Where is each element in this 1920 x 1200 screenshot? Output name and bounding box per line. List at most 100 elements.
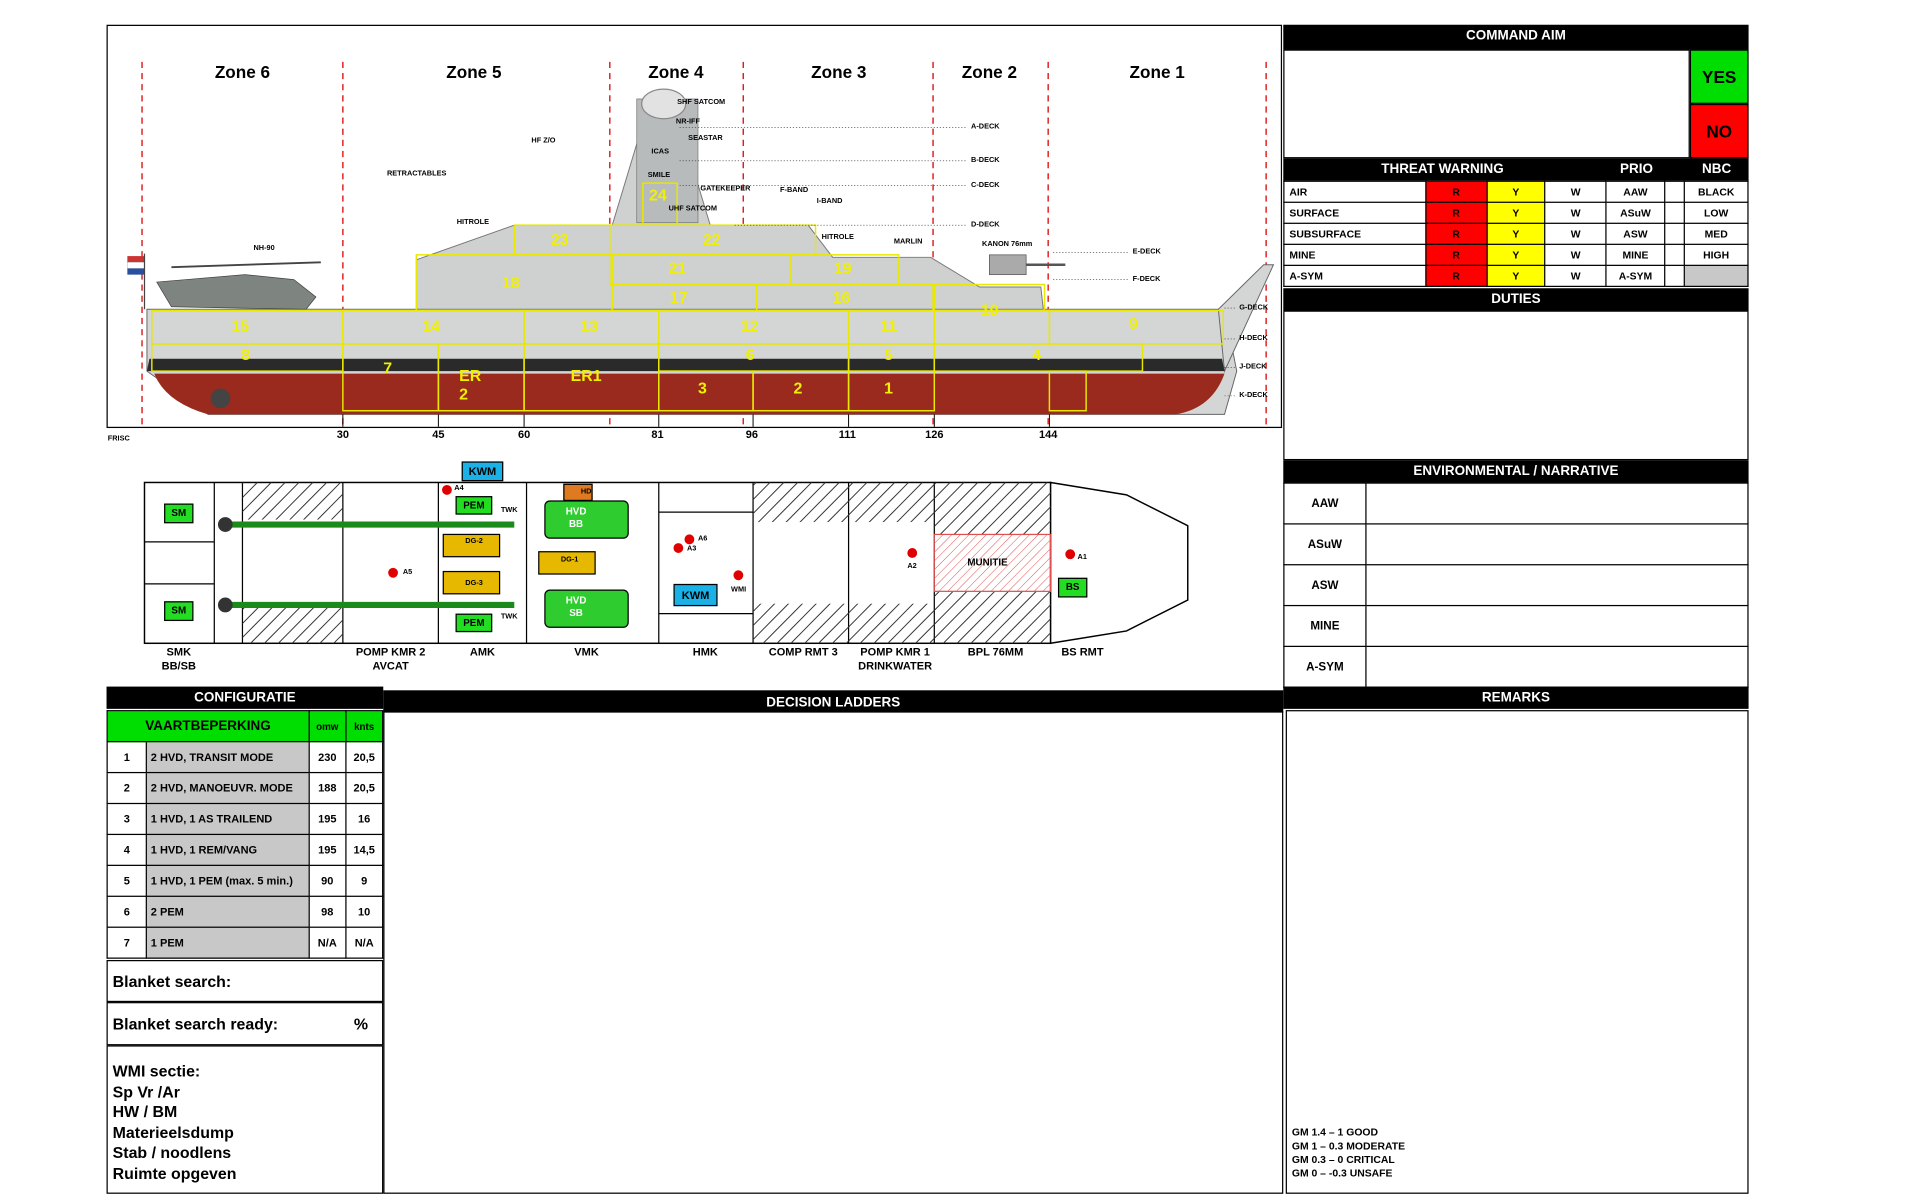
config-mode[interactable]: 2 HVD, TRANSIT MODE [145,741,310,774]
threat-r[interactable]: R [1424,180,1488,203]
label-uhf-satcom: UHF SATCOM [668,205,718,213]
config-knts: 20,5 [345,741,384,774]
kwm-box-top: KWM [461,461,504,482]
config-mode[interactable]: 1 HVD, 1 PEM (max. 5 min.) [145,864,310,897]
config-knts: 16 [345,802,384,836]
deck-label-e: E-DECK [1132,248,1161,257]
threat-y[interactable]: Y [1485,264,1546,288]
compartment-number: 19 [833,258,852,278]
threat-y[interactable]: Y [1485,180,1546,203]
pem-box-top: PEM [455,496,493,515]
env-row-input[interactable] [1365,604,1749,648]
config-mode[interactable]: 2 PEM [145,895,310,928]
duties-area[interactable] [1283,310,1749,461]
threat-y[interactable]: Y [1485,201,1546,224]
threat-w[interactable]: W [1544,180,1607,203]
compartment-number: 5 [884,345,893,364]
threat-prio[interactable]: ASuW [1605,201,1666,224]
config-number: 1 [106,741,148,774]
blanket-ready-field[interactable] [106,1002,384,1046]
threat-w[interactable]: W [1544,222,1607,245]
compartment-label-hmk: HMK [692,645,718,659]
env-row-input[interactable] [1365,523,1749,566]
label-seastar: SEASTAR [688,134,723,143]
compartment-number: 4 [1032,345,1042,364]
config-mode[interactable]: 1 HVD, 1 AS TRAILEND [145,802,310,836]
configuratie-header: CONFIGURATIE [106,686,384,709]
config-mode[interactable]: 2 HVD, MANOEUVR. MODE [145,771,310,805]
compartment-label-bs-rmt: BS RMT [1061,645,1104,659]
nbc-level[interactable]: MED [1683,222,1749,245]
config-knts: 9 [345,864,384,897]
threat-w[interactable]: W [1544,264,1607,288]
twk-label-bottom: TWK [500,613,518,622]
config-knts: N/A [345,926,384,959]
nbc-level[interactable]: HIGH [1683,243,1749,266]
threat-r[interactable]: R [1424,243,1488,266]
label-nh90: NH-90 [253,244,275,253]
config-mode[interactable]: 1 HVD, 1 REM/VANG [145,833,310,866]
wmi-line: Stab / noodlens [112,1143,232,1163]
command-aim-area[interactable] [1283,49,1690,159]
threat-w[interactable]: W [1544,201,1607,224]
alarm-label-a3: A3 [686,545,697,553]
wmi-line: Materieelsdump [112,1123,234,1142]
nbc-level[interactable]: BLACK [1683,180,1749,203]
env-row-input[interactable] [1365,564,1749,607]
bs-box: BS [1057,577,1088,598]
threat-name: AIR [1283,180,1427,203]
deck-label-f: F-DECK [1132,275,1161,284]
env-row: MINE [1283,604,1749,648]
deck-label-a: A-DECK [971,123,1000,132]
threat-row-surface: SURFACE R Y W ASuW LOW [1283,201,1749,224]
env-row-label: A-SYM [1283,645,1367,688]
compartment-label-vmk: VMK [574,645,599,659]
threat-r[interactable]: R [1424,264,1488,288]
env-row: ASW [1283,564,1749,607]
env-row-input[interactable] [1365,645,1749,688]
threat-warning-title: THREAT WARNING [1381,162,1504,177]
yes-button[interactable]: YES [1689,49,1749,104]
frame-number: 30 [336,428,349,441]
threat-y[interactable]: Y [1485,222,1546,245]
threat-prio[interactable]: ASW [1605,222,1666,245]
threat-prio[interactable]: A-SYM [1605,264,1666,288]
blanket-search-field[interactable] [106,959,384,1003]
remarks-area[interactable] [1285,710,1749,1194]
threat-r[interactable]: R [1424,201,1488,224]
threat-w[interactable]: W [1544,243,1607,266]
env-row-input[interactable] [1365,482,1749,525]
decision-ladders-area[interactable] [383,711,1284,1194]
blanket-ready-percent: % [353,1014,369,1033]
threat-spacer [1664,243,1685,266]
dg1-label: DG-1 [560,556,579,565]
frame-number: 144 [1038,428,1058,441]
wmi-sectie-panel[interactable] [106,1045,384,1194]
gm-line: GM 0 – -0.3 UNSAFE [1291,1166,1393,1179]
threat-prio[interactable]: AAW [1605,180,1666,203]
munitie-label: MUNITIE [967,556,1008,568]
duties-header: DUTIES [1283,288,1749,311]
nbc-level[interactable]: LOW [1683,201,1749,224]
config-number: 6 [106,895,148,928]
compartment-number: 7 [383,358,393,378]
alarm-label-a2: A2 [907,562,917,571]
zone-label-1: Zone 1 [1129,61,1185,82]
threat-r[interactable]: R [1424,222,1488,245]
compartment-number: 13 [580,316,599,336]
label-frisc: FRISC [107,435,130,443]
threat-prio[interactable]: MINE [1605,243,1666,266]
deck-label-k: K-DECK [1239,392,1268,400]
threat-y[interactable]: Y [1485,243,1546,266]
wmi-line: HW / BM [112,1102,178,1122]
config-omw: 188 [308,771,347,805]
compartment-number: 24 [648,185,667,205]
config-mode[interactable]: 1 PEM [145,926,310,959]
no-button[interactable]: NO [1689,103,1749,159]
